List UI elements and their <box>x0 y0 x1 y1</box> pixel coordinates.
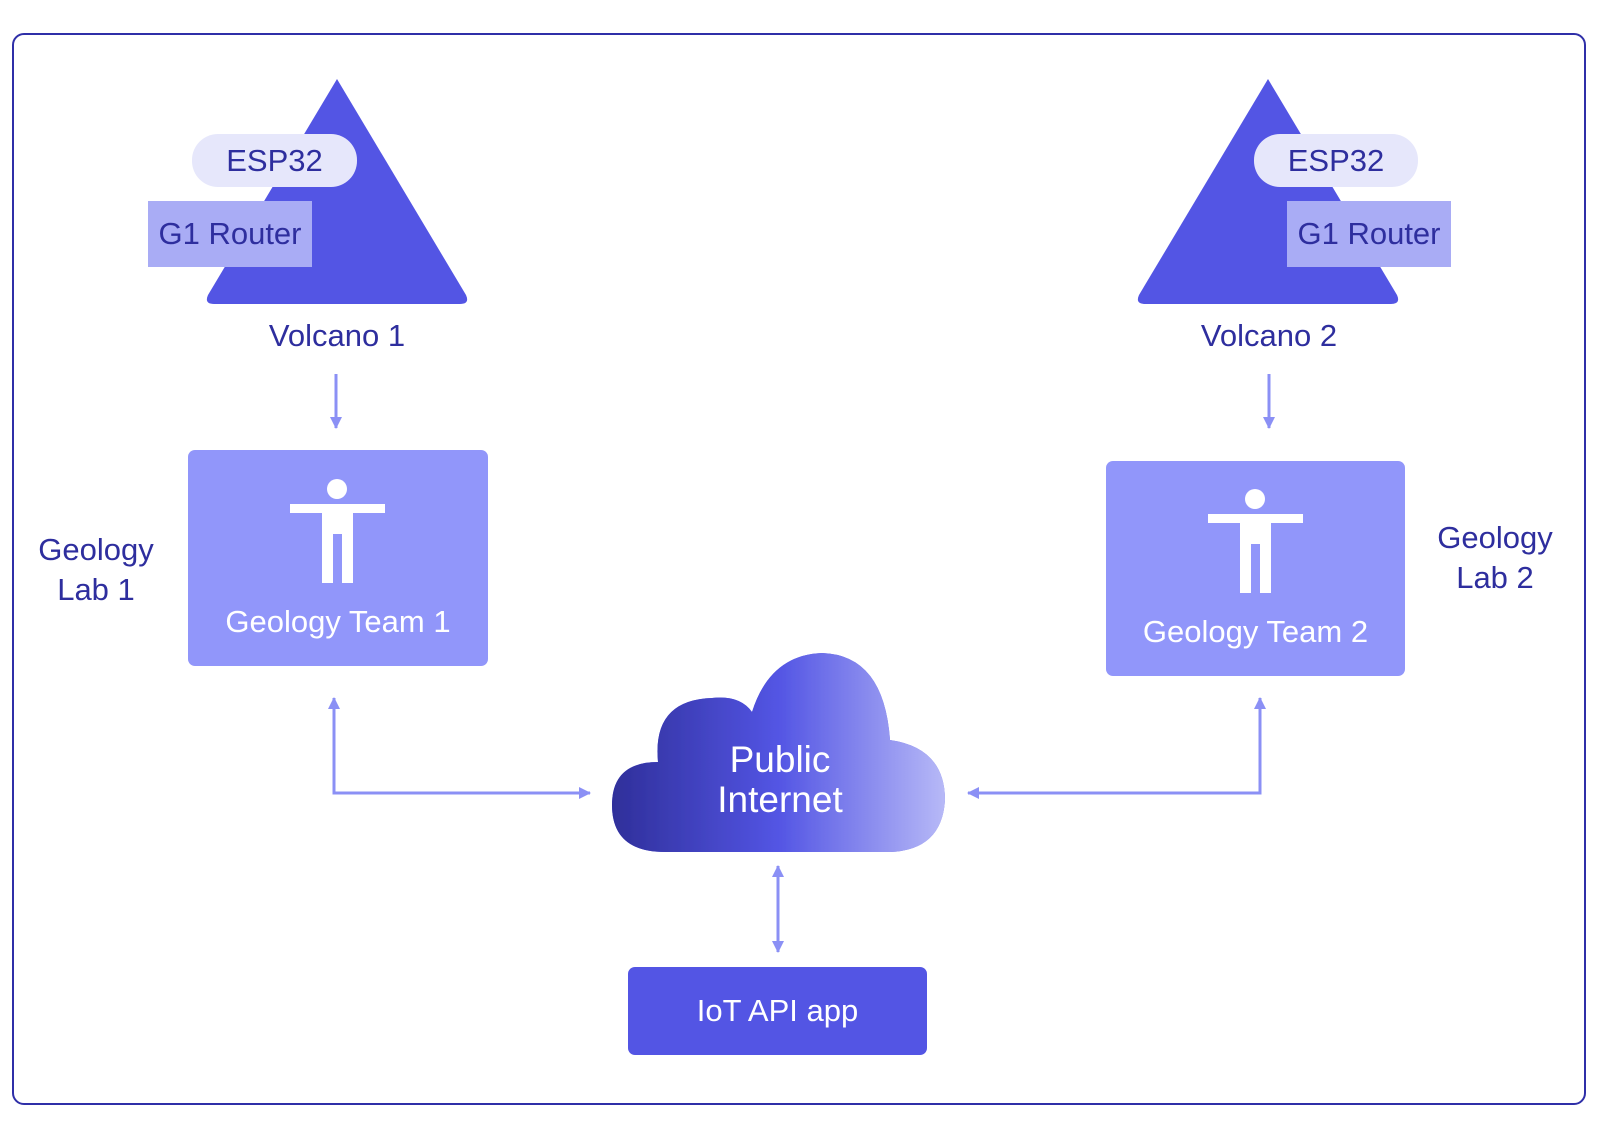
esp32-pill-2: ESP32 <box>1254 134 1418 187</box>
volcano-1-triangle <box>206 79 468 304</box>
person-icon <box>290 479 385 583</box>
geology-team-1-box: Geology Team 1 <box>188 450 488 666</box>
geology-team-2-label: Geology Team 2 <box>1142 614 1369 649</box>
geology-team-2-box: Geology Team 2 <box>1106 461 1405 676</box>
geology-lab-2-line1: Geology <box>1437 520 1553 555</box>
arrow-team-1-to-cloud <box>328 697 591 799</box>
diagram-frame <box>12 33 1586 1105</box>
volcano-2-label: Volcano 2 <box>1200 318 1338 353</box>
arrow-team-2-to-cloud <box>967 697 1266 799</box>
public-internet-label: Public Internet <box>680 740 880 820</box>
iot-api-app-box: IoT API app <box>628 967 927 1055</box>
geology-lab-2-label: Geology Lab 2 <box>1425 518 1565 598</box>
g1-router-box-2: G1 Router <box>1287 201 1451 267</box>
geology-lab-2-line2: Lab 2 <box>1456 560 1534 595</box>
g1-router-box-1: G1 Router <box>148 201 312 267</box>
esp32-pill-1: ESP32 <box>192 134 357 187</box>
geology-lab-1-line1: Geology <box>38 532 154 567</box>
geology-lab-1-line2: Lab 1 <box>57 572 135 607</box>
volcano-1-label: Volcano 1 <box>268 318 406 353</box>
cloud-line1: Public <box>729 739 831 780</box>
geology-team-1-label: Geology Team 1 <box>225 604 451 639</box>
cloud-line2: Internet <box>717 779 843 820</box>
volcano-2-triangle <box>1137 79 1399 304</box>
person-icon <box>1208 489 1303 593</box>
cloud-shape <box>612 653 945 852</box>
geology-lab-1-label: Geology Lab 1 <box>26 530 166 610</box>
